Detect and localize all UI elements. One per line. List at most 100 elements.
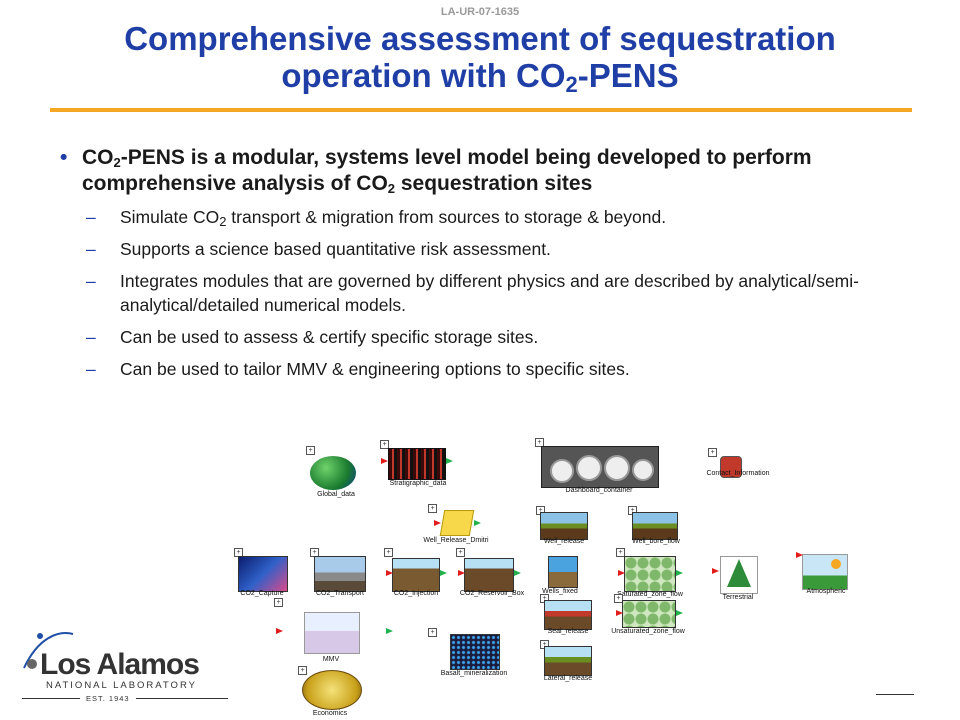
logo-established: EST. 1943	[86, 694, 130, 703]
output-arrow-icon	[676, 610, 683, 616]
input-arrow-icon	[434, 520, 441, 526]
capture-icon	[238, 556, 288, 592]
bullet-list: CO2-PENS is a modular, systems level mod…	[60, 145, 920, 389]
atom-swoosh-icon	[23, 632, 74, 669]
model-diagram: + Global_data + Stratigraphic_data + Das…	[228, 434, 868, 720]
input-arrow-icon	[458, 570, 465, 576]
node-label: Lateral_release	[543, 675, 593, 682]
title-line-1: Comprehensive assessment of sequestratio…	[124, 20, 836, 57]
expand-icon[interactable]: +	[456, 548, 465, 557]
output-arrow-icon	[386, 628, 393, 634]
output-arrow-icon	[474, 520, 481, 526]
node-label: Dashboard_container	[565, 487, 633, 494]
sub-bullet-list: Simulate CO2 transport & migration from …	[60, 205, 920, 381]
node-label: Atmospheric	[806, 588, 846, 595]
atmosphere-icon	[802, 554, 848, 590]
basalt-icon	[450, 634, 500, 670]
pipeline-icon	[314, 556, 366, 592]
sub-bullet-text: transport & migration from sources to st…	[226, 207, 667, 227]
node-label: Well_Release_Dmitri	[423, 537, 489, 544]
sub-bullet: Simulate CO2 transport & migration from …	[86, 205, 920, 229]
reservoir-icon	[464, 558, 514, 592]
mmv-icon	[304, 612, 360, 654]
dashboard-icon	[541, 446, 659, 488]
expand-icon[interactable]: +	[614, 594, 623, 603]
node-label: Basalt_mineralization	[440, 670, 508, 677]
input-arrow-icon	[276, 628, 283, 634]
logo-lab-name: NATIONAL LABORATORY	[46, 680, 197, 691]
input-arrow-icon	[796, 552, 803, 558]
input-arrow-icon	[616, 610, 623, 616]
node-label: Global_data	[317, 491, 355, 498]
tree-icon	[720, 556, 758, 594]
well-bore-icon	[632, 512, 678, 540]
node-label: Saturated_zone_flow	[617, 591, 683, 598]
node-label: Well_release	[543, 538, 585, 545]
input-arrow-icon	[618, 570, 625, 576]
expand-icon[interactable]: +	[274, 598, 283, 607]
title-divider	[50, 108, 912, 112]
logo-divider	[22, 698, 80, 699]
bullet-text: sequestration sites	[395, 172, 593, 195]
document-id: LA-UR-07-1635	[440, 6, 520, 18]
los-alamos-logo: Los Alamos NATIONAL LABORATORY EST. 1943	[18, 628, 228, 708]
contact-icon	[720, 456, 742, 478]
output-arrow-icon	[514, 570, 521, 576]
node-label: CO2_Reservoir_Box	[459, 590, 525, 597]
node-label: Well_bore_flow	[632, 538, 680, 545]
node-label: CO2_Injection	[393, 590, 439, 597]
title-subscript: 2	[565, 72, 578, 97]
sub-bullet: Can be used to tailor MMV & engineering …	[86, 357, 920, 381]
well-release-icon	[540, 512, 588, 540]
bullet-subscript: 2	[113, 155, 121, 170]
seal-release-icon	[544, 600, 592, 630]
expand-icon[interactable]: +	[428, 504, 437, 513]
coin-icon	[302, 670, 362, 710]
logo-name: Los Alamos	[40, 648, 200, 681]
output-arrow-icon	[440, 570, 447, 576]
box-icon	[439, 510, 475, 536]
expand-icon[interactable]: +	[535, 438, 544, 447]
expand-icon[interactable]: +	[708, 448, 717, 457]
expand-icon[interactable]: +	[384, 548, 393, 557]
node-label: MMV	[322, 656, 340, 663]
input-arrow-icon	[381, 458, 388, 464]
node-label: Seal_release	[547, 628, 589, 635]
bullet-text: CO	[82, 146, 114, 169]
output-arrow-icon	[446, 458, 453, 464]
node-label: CO2_Capture	[240, 590, 284, 597]
expand-icon[interactable]: +	[428, 628, 437, 637]
node-label: Contact_Information	[706, 470, 770, 477]
node-label: Stratigraphic_data	[389, 480, 447, 487]
expand-icon[interactable]: +	[380, 440, 389, 449]
injection-icon	[392, 558, 440, 592]
node-label: Terrestrial	[722, 594, 754, 601]
bullet-subscript: 2	[387, 181, 396, 196]
input-arrow-icon	[712, 568, 719, 574]
expand-icon[interactable]: +	[298, 666, 307, 675]
sub-bullet: Can be used to assess & certify specific…	[86, 325, 920, 349]
main-bullet: CO2-PENS is a modular, systems level mod…	[60, 145, 920, 197]
node-label: CO2_Transport	[316, 590, 364, 597]
bullet-text: -PENS is a modular, systems level model …	[82, 146, 812, 195]
unsaturated-zone-icon	[622, 600, 676, 628]
output-arrow-icon	[676, 570, 683, 576]
input-arrow-icon	[386, 570, 393, 576]
strata-icon	[388, 448, 446, 480]
logo-divider	[136, 698, 228, 699]
title-line-2: operation with CO2-PENS	[40, 57, 920, 97]
sub-bullet: Supports a science based quantitative ri…	[86, 237, 920, 261]
sub-bullet-subscript: 2	[219, 214, 227, 229]
node-label: Economics	[312, 710, 348, 717]
expand-icon[interactable]: +	[616, 548, 625, 557]
title-text: operation with CO	[281, 57, 566, 94]
wells-icon	[548, 556, 578, 588]
title-text: -PENS	[577, 57, 679, 94]
saturated-zone-icon	[624, 556, 676, 592]
sub-bullet-text: Simulate CO	[120, 207, 220, 227]
footer-rule	[876, 694, 914, 695]
slide-title: Comprehensive assessment of sequestratio…	[40, 20, 920, 97]
node-label: Unsaturated_zone_flow	[611, 628, 685, 635]
sub-bullet: Integrates modules that are governed by …	[86, 269, 920, 317]
expand-icon[interactable]: +	[306, 446, 315, 455]
